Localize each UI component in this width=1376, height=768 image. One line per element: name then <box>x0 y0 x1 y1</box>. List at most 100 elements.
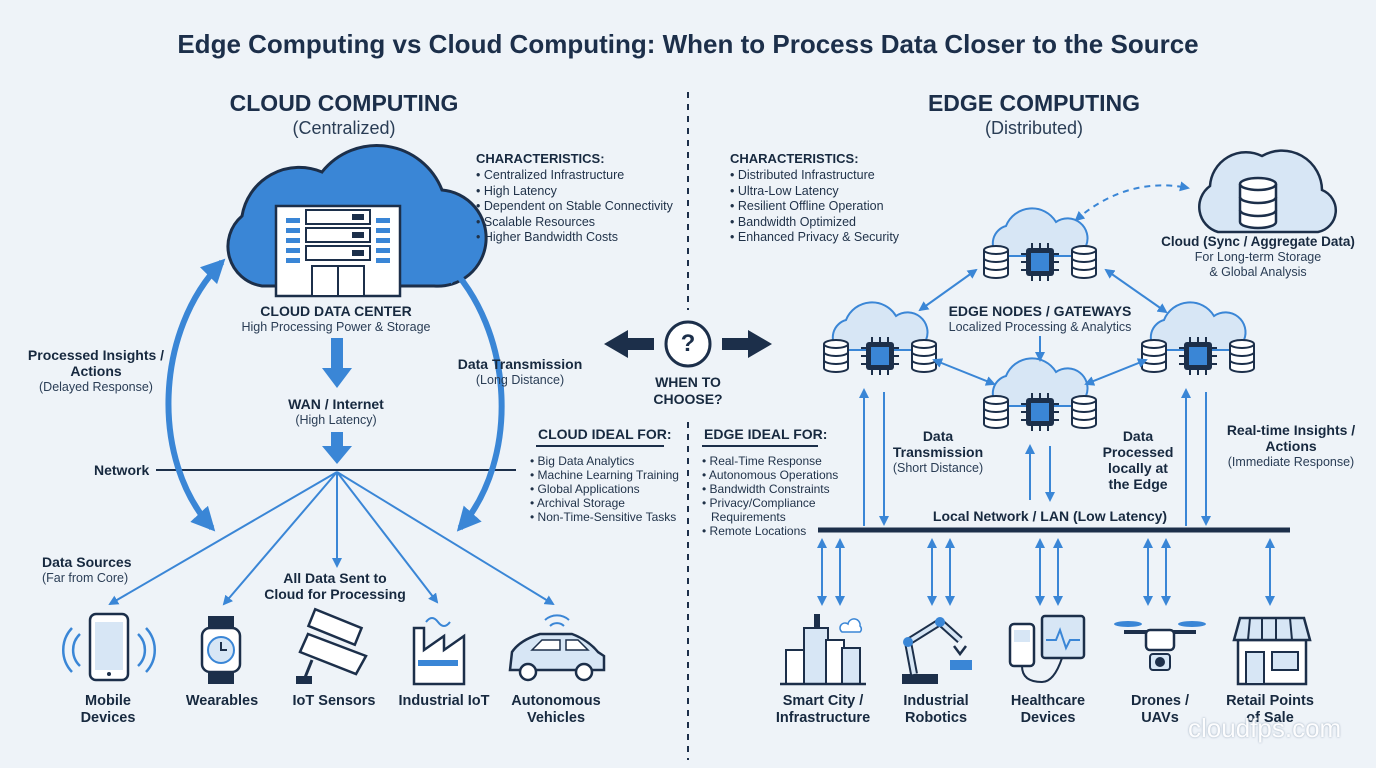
list-item: Bandwidth Optimized <box>730 215 899 231</box>
smartphone-icon <box>62 612 156 682</box>
sources-title: Data Sources <box>42 554 132 570</box>
smartwatch-icon <box>200 616 242 684</box>
cloud-sync-title: Cloud (Sync / Aggregate Data) <box>1161 234 1355 249</box>
when-to-line2: CHOOSE? <box>653 391 723 407</box>
cloud-ideal-title: CLOUD IDEAL FOR: <box>538 426 672 442</box>
robot-arm-icon <box>902 617 972 684</box>
sync-dashed-arrow <box>1074 181 1190 222</box>
edge-heading: EDGE COMPUTING <box>927 90 1141 116</box>
edge-node-top <box>984 208 1096 281</box>
medical-monitor-icon <box>1008 614 1086 684</box>
list-item: Non-Time-Sensitive Tasks <box>530 510 679 524</box>
list-item: Higher Bandwidth Costs <box>476 230 673 246</box>
list-item: Ultra-Low Latency <box>730 184 899 200</box>
cloud-ideal-list: Big Data Analytics Machine Learning Trai… <box>530 454 679 524</box>
edge-subheading: (Distributed) <box>984 118 1084 138</box>
center-right-arrow <box>722 330 772 358</box>
all-data-line2: Cloud for Processing <box>264 586 406 602</box>
datacenter-subtitle: High Processing Power & Storage <box>241 320 431 334</box>
sources-subtitle: (Far from Core) <box>42 571 129 585</box>
wan-subtitle: (High Latency) <box>295 413 377 427</box>
insights-title-2: Actions <box>70 363 122 379</box>
device-caption-drones: Drones /UAVs <box>1130 693 1189 726</box>
cloud-heading: CLOUD COMPUTING <box>229 90 459 116</box>
wan-title: WAN / Internet <box>288 396 384 412</box>
list-item: Centralized Infrastructure <box>476 168 673 184</box>
list-item: Dependent on Stable Connectivity <box>476 199 673 215</box>
list-item: Bandwidth Constraints <box>702 482 838 496</box>
list-item: Privacy/Compliance <box>702 496 838 510</box>
edge-characteristics-list: Distributed Infrastructure Ultra-Low Lat… <box>730 168 899 246</box>
downlink-arrow-2 <box>322 432 352 464</box>
list-item: High Latency <box>476 184 673 200</box>
smart-city-icon <box>780 614 866 686</box>
edge-nodes-subtitle: Localized Processing & Analytics <box>948 320 1132 334</box>
edge-ideal-list: Real-Time Response Autonomous Operations… <box>702 454 838 538</box>
insights-subtitle: (Delayed Response) <box>39 380 153 394</box>
list-item: Autonomous Operations <box>702 468 838 482</box>
edge-transmission-1: Data <box>922 428 954 444</box>
storefront-icon <box>1232 616 1312 686</box>
list-item: Big Data Analytics <box>530 454 679 468</box>
realtime-title-1: Real-time Insights / <box>1226 422 1356 438</box>
list-item: Machine Learning Training <box>530 468 679 482</box>
edge-transmission-2: Transmission <box>892 444 984 460</box>
edge-characteristics-title: CHARACTERISTICS: <box>730 151 859 166</box>
center-left-arrow <box>604 330 654 358</box>
list-item: Distributed Infrastructure <box>730 168 899 184</box>
edge-transmission-sub: (Short Distance) <box>892 461 984 475</box>
drone-icon <box>1114 621 1206 671</box>
cloud-data-center-icon <box>226 144 488 298</box>
transmission-subtitle: (Long Distance) <box>475 373 565 387</box>
cloud-characteristics-list: Centralized Infrastructure High Latency … <box>476 168 673 246</box>
realtime-title-2: Actions <box>1265 438 1317 454</box>
device-caption-industrial-iot: Industrial IoT <box>398 693 490 709</box>
lan-label: Local Network / LAN (Low Latency) <box>932 508 1168 524</box>
cloud-sync-icon <box>1198 149 1338 234</box>
edge-ideal-underline <box>702 445 818 447</box>
page-title: Edge Computing vs Cloud Computing: When … <box>177 29 1199 59</box>
cloud-sync-sub2: & Global Analysis <box>1209 265 1307 279</box>
realtime-subtitle: (Immediate Response) <box>1227 455 1355 469</box>
list-item: Scalable Resources <box>476 215 673 231</box>
cloud-subheading: (Centralized) <box>292 118 396 138</box>
fan-arrows <box>108 471 555 606</box>
edge-nodes-title: EDGE NODES / GATEWAYS <box>948 303 1132 319</box>
cloud-ideal-underline <box>536 445 664 447</box>
list-item: Real-Time Response <box>702 454 838 468</box>
question-circle <box>664 320 712 368</box>
transmission-title: Data Transmission <box>457 356 583 372</box>
device-caption-smart-city: Smart City /Infrastructure <box>775 693 871 726</box>
car-icon <box>508 614 606 682</box>
insights-title-1: Processed Insights / <box>27 347 165 363</box>
cloud-characteristics-title: CHARACTERISTICS: <box>476 151 605 166</box>
device-caption-iot-sensors: IoT Sensors <box>292 693 376 709</box>
all-data-line1: All Data Sent to <box>283 570 387 586</box>
list-item: Archival Storage <box>530 496 679 510</box>
list-item: Enhanced Privacy & Security <box>730 230 899 246</box>
downlink-arrow-1 <box>322 338 352 388</box>
network-label: Network <box>94 462 150 478</box>
watermark: cloudfps.com <box>1188 713 1342 743</box>
insights-curve-arrow <box>165 258 226 532</box>
edge-ideal-title: EDGE IDEAL FOR: <box>704 426 828 442</box>
factory-icon <box>412 617 466 686</box>
mesh-arrows <box>918 268 1168 386</box>
question-mark: ? <box>680 330 696 357</box>
list-item: Resilient Offline Operation <box>730 199 899 215</box>
node-lan-arrows <box>859 388 1211 526</box>
transmission-curve-arrow <box>442 258 505 532</box>
edge-node-center <box>984 358 1096 431</box>
device-caption-wearables: Wearables <box>185 693 259 709</box>
list-item: Requirements <box>711 510 786 524</box>
list-item: Remote Locations <box>702 524 838 538</box>
security-camera-icon <box>296 607 368 684</box>
